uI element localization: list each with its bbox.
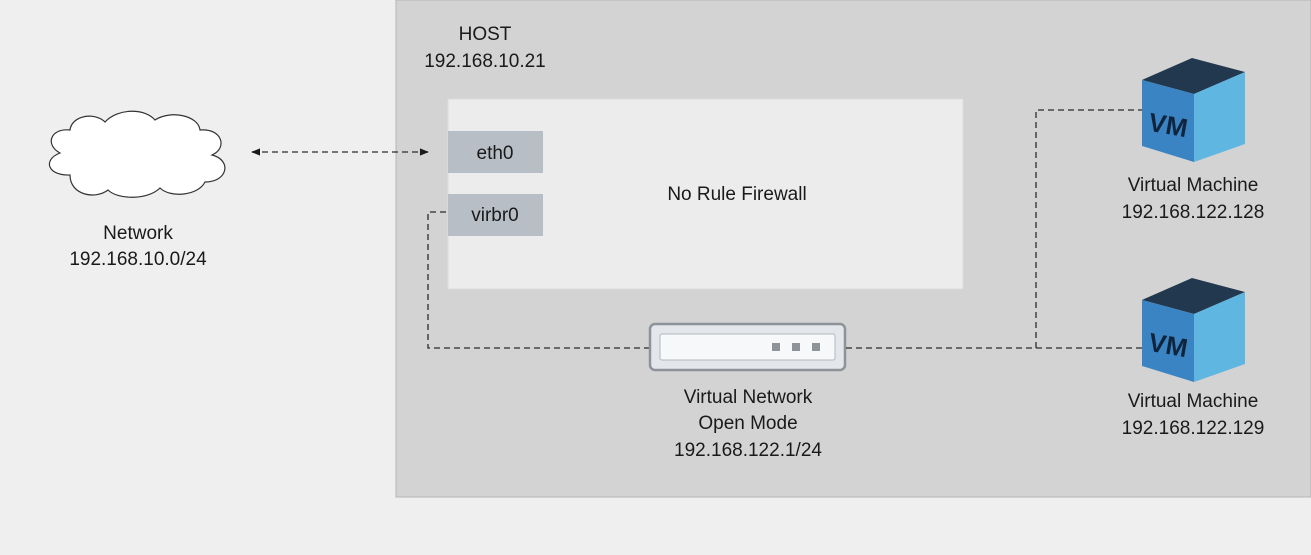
- interface-eth0-label: eth0: [477, 143, 514, 164]
- interface-virbr0-label: virbr0: [471, 205, 519, 226]
- interface-virbr0[interactable]: virbr0: [448, 194, 543, 236]
- vm-name: Virtual Machine: [1128, 175, 1259, 196]
- vm-ip: 192.168.122.129: [1122, 418, 1265, 439]
- vm-ip: 192.168.122.128: [1122, 202, 1265, 223]
- virtual-network-cidr: 192.168.122.1/24: [674, 440, 822, 461]
- firewall-label: No Rule Firewall: [667, 184, 806, 205]
- network-cidr: 192.168.10.0/24: [69, 249, 207, 270]
- virtual-network-name: Virtual Network: [684, 387, 813, 408]
- vm-icon[interactable]: VM: [1142, 278, 1245, 382]
- vm-icon[interactable]: VM: [1142, 58, 1245, 162]
- host-ip: 192.168.10.21: [424, 51, 546, 72]
- network-name: Network: [103, 223, 173, 244]
- vm-name: Virtual Machine: [1128, 391, 1259, 412]
- vm-icon-label: VM: [1146, 107, 1190, 143]
- virtual-switch-icon[interactable]: [648, 322, 847, 372]
- vm-icon-label: VM: [1146, 327, 1190, 363]
- host-title: HOST: [459, 24, 512, 45]
- link-virbr0-switch: [427, 211, 650, 349]
- virtual-network-mode: Open Mode: [698, 413, 797, 434]
- interface-eth0[interactable]: eth0: [448, 131, 543, 173]
- cloud-icon: [48, 110, 226, 198]
